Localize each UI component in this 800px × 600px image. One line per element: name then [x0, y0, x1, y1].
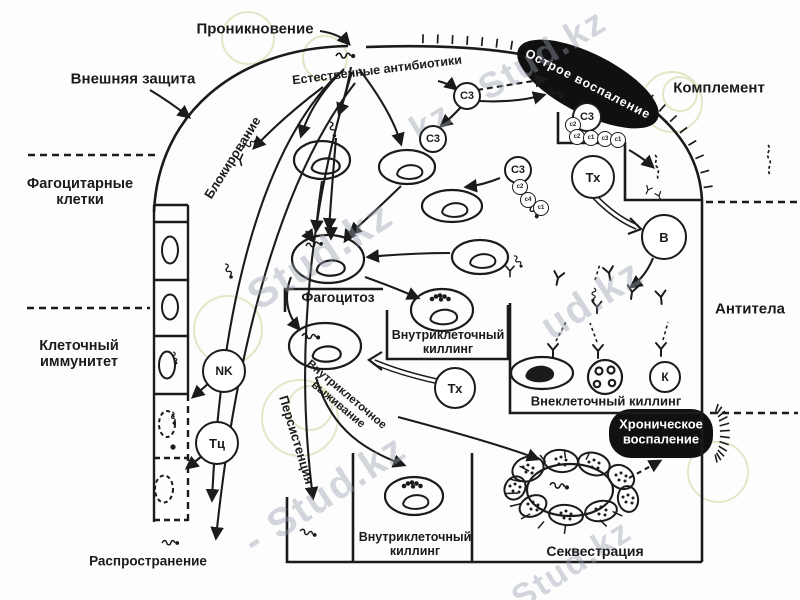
bacteria [161, 52, 772, 546]
node-c3-left: С3 [419, 125, 447, 153]
helper-open-arrows [367, 193, 643, 384]
granuloma [525, 462, 615, 518]
label-complement: Комплемент [673, 79, 765, 97]
node-c4-small-chain2: с4 [520, 192, 536, 208]
epithelium-wall [152, 203, 190, 522]
label-intracellular-killing-mid: Внутриклеточный киллинг [391, 328, 505, 356]
node-c1-small-chain3: с1 [533, 200, 549, 216]
label-antibodies: Антитела [714, 300, 786, 318]
granuloma-radiating-marks [506, 450, 623, 534]
label-sequestration: Секвестрация [546, 543, 644, 560]
node-tc-cell: Тц [195, 421, 239, 465]
label-intracellular-killing-bottom: Внутриклеточный киллинг [358, 530, 472, 558]
label-penetration: Проникновение [196, 20, 314, 38]
node-t-helper-right: Тх [571, 155, 615, 199]
node-b-cell: В [641, 214, 687, 260]
chronic-inflammation-blob [609, 409, 713, 458]
node-c3-mid: С3 [504, 156, 532, 184]
label-phagocytic-cells: Фагоцитарные клетки [26, 175, 134, 208]
label-phagocytosis: Фагоцитоз [301, 289, 375, 306]
node-c3-upper: С3 [453, 82, 481, 110]
logo-swirls [193, 11, 749, 503]
structure-lines [283, 112, 704, 564]
label-cellular-immunity: Клеточный иммунитет [39, 337, 119, 370]
granuloma-ring [503, 448, 640, 527]
acute-inflammation-blob [517, 39, 659, 129]
phagocyte-cells [287, 139, 624, 517]
node-c2-small-chain1: с2 [512, 179, 528, 195]
chronic-spikes [714, 403, 730, 463]
dashed-separators [27, 153, 798, 415]
node-c1-small-row4: с1 [610, 132, 626, 148]
node-nk-cell: NK [202, 349, 246, 393]
node-k-cell: К [649, 361, 681, 393]
antibody-symbols [234, 153, 669, 359]
label-chronic-inflammation: Хроническое воспаление [619, 416, 703, 446]
label-extracellular-killing: Внеклеточный киллинг [530, 393, 682, 409]
label-external-defense: Внешняя защита [70, 70, 196, 88]
node-t-helper-center: Тх [434, 367, 476, 409]
label-dissemination: Распространение [89, 553, 207, 569]
